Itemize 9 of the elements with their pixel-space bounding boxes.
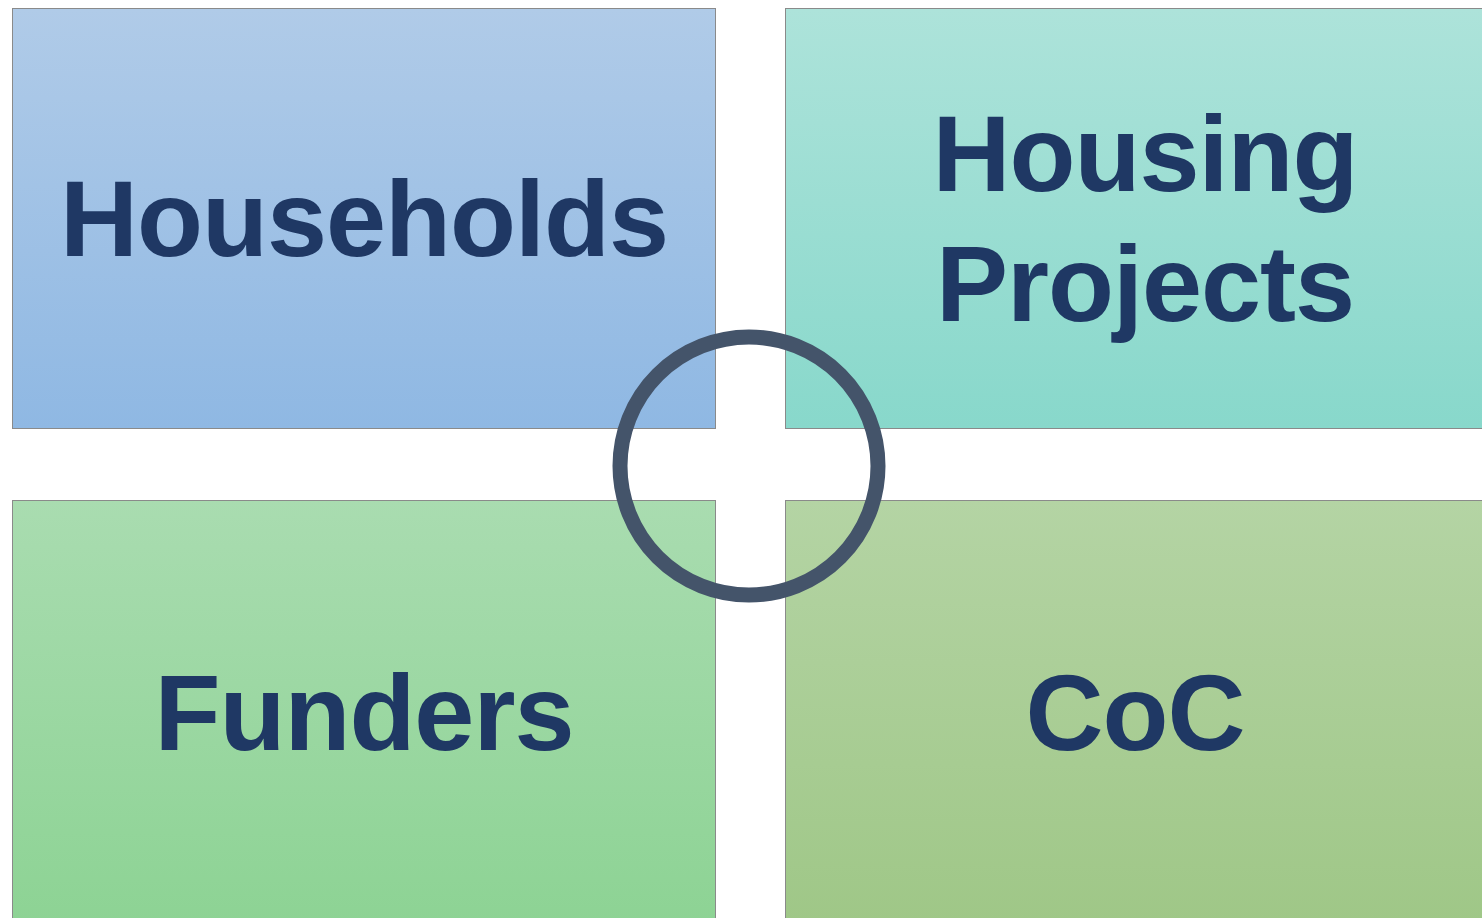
box-label: Households (59, 156, 668, 281)
category-box (785, 8, 1482, 429)
category-box (12, 8, 716, 429)
box-label: Housing Projects (931, 91, 1359, 346)
box-label: Funders (154, 650, 574, 775)
category-box (785, 500, 1482, 918)
box-label: CoC (1025, 650, 1245, 775)
ring-shape (612, 329, 886, 603)
category-box (12, 500, 716, 918)
